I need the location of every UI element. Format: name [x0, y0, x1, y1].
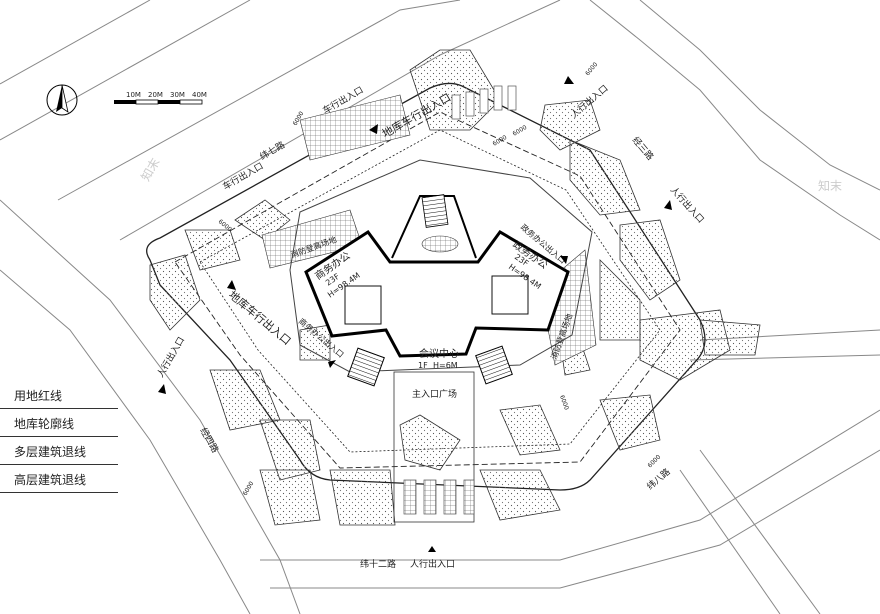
legend-item-red-line: 用地红线 [0, 384, 118, 412]
dim-2: 6000 [492, 134, 509, 148]
scale-label-20: 20M [148, 91, 163, 99]
legend-label: 高层建筑退线 [14, 473, 87, 487]
arrow-ped-s [428, 546, 436, 552]
dim-7: 6000 [242, 480, 256, 497]
dim-4: 6000 [584, 61, 599, 77]
ped-entrance-w: 人行出入口 [154, 335, 187, 380]
scale-label-40: 40M [192, 91, 207, 99]
scale-label-10: 10M [126, 91, 141, 99]
arrow-garage-w [227, 280, 236, 290]
center-height: H=6M [433, 361, 458, 370]
tower-left-core [344, 285, 382, 325]
legend-item-garage-outline: 地库轮廓线 [0, 412, 118, 440]
arrow-ped-e [664, 200, 672, 210]
garage-entrance-w: 地库车行出入口 [226, 288, 294, 348]
atrium-void [421, 235, 459, 253]
vehicle-entrance-nw: 车行出入口 [221, 160, 266, 193]
arrow-ped-w [158, 384, 166, 394]
fire-lane-hatch [261, 94, 597, 366]
watermark-right: 知末 [818, 179, 842, 193]
center-name: 会议中心 [419, 347, 459, 360]
legend-item-multistory-setback: 多层建筑退线 [0, 440, 118, 468]
arrow-garage-n [369, 124, 378, 134]
stair-sw [347, 347, 385, 387]
scale-bar: 10M 20M 30M 40M [114, 91, 207, 105]
podium-outline [289, 159, 593, 373]
parking-strips [451, 85, 517, 120]
dim-8: 6000 [646, 454, 662, 470]
plaza-label: 主入口广场 [412, 388, 457, 400]
dim-3: 6000 [512, 124, 529, 138]
scale-label-30: 30M [170, 91, 185, 99]
arrow-office-left [328, 360, 336, 368]
arrow-ped-ne [564, 76, 574, 84]
road-north-label: 纬七路 [258, 139, 287, 163]
landscape-planting [149, 49, 761, 526]
dim-6: 6000 [558, 394, 570, 411]
tower-right-core [491, 275, 529, 315]
road-east-label: 经三路 [630, 134, 657, 162]
legend-divider [0, 408, 118, 409]
center-floors: 1F [418, 361, 428, 370]
building-footprint [304, 229, 570, 358]
legend-divider [0, 436, 118, 437]
legend-item-highrise-setback: 高层建筑退线 [0, 468, 118, 496]
watermark-left: 知末 [138, 156, 162, 184]
legend-divider [0, 492, 118, 493]
road-south-label: 纬十二路 [360, 558, 396, 570]
north-stair [421, 194, 449, 228]
road-west-label: 经四路 [197, 426, 221, 455]
legend-label: 多层建筑退线 [14, 445, 87, 459]
stair-se [475, 345, 513, 385]
arrow-office-right [560, 256, 568, 264]
main-plaza [393, 371, 475, 523]
ped-entrance-s: 人行出入口 [410, 558, 455, 570]
legend-divider [0, 464, 118, 465]
legend-label: 用地红线 [14, 389, 63, 403]
ped-entrance-e: 人行出入口 [668, 184, 707, 225]
road-southeast-label: 纬八路 [644, 466, 672, 493]
legend-label: 地库轮廓线 [14, 417, 75, 431]
legend: 用地红线 地库轮廓线 多层建筑退线 高层建筑退线 [0, 384, 118, 496]
north-arrow [46, 84, 78, 116]
